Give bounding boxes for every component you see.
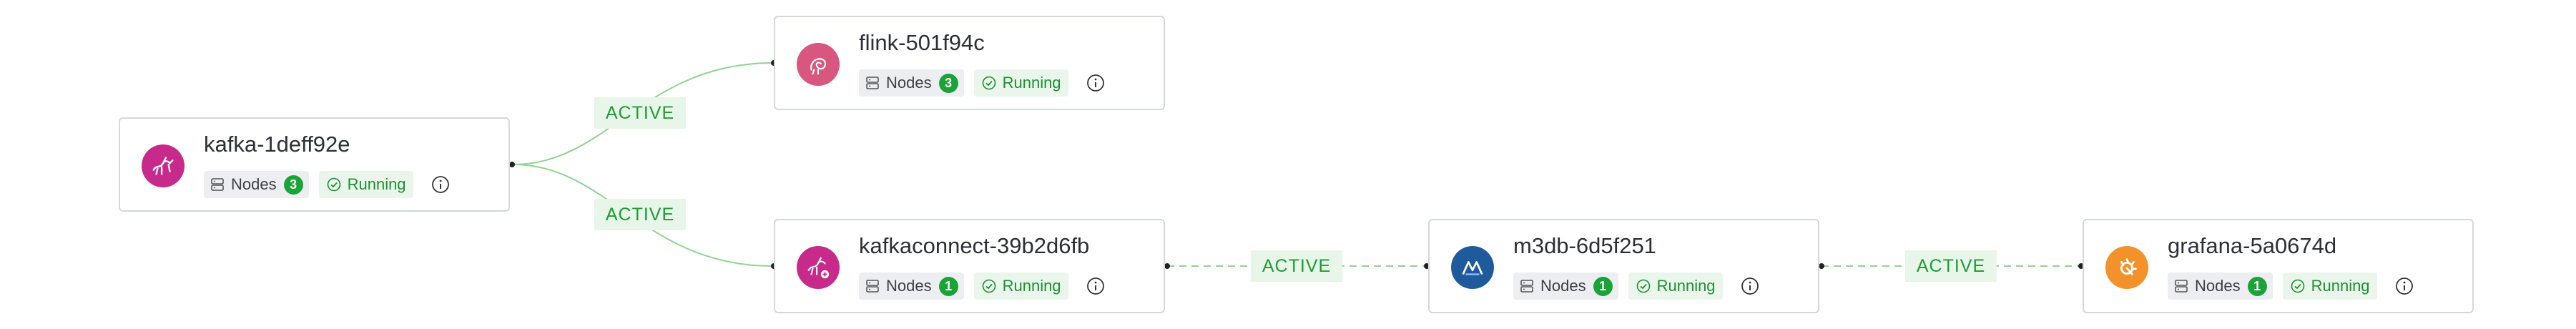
status-badge: Running — [973, 272, 1068, 300]
edge-handle — [1164, 263, 1170, 269]
flink-icon — [797, 43, 840, 86]
info-icon[interactable] — [1740, 276, 1760, 296]
status-badge: Running — [973, 69, 1068, 97]
edge-label-kafkaconnect-m3db[interactable]: ACTIVE — [1250, 250, 1343, 282]
info-icon[interactable] — [1086, 276, 1106, 296]
nodes-label: Nodes — [231, 175, 277, 193]
server-icon — [866, 280, 879, 293]
nodes-count-badge: 3 — [938, 73, 958, 93]
service-node-grafana[interactable]: grafana-5a0674d Nodes 1 Running — [2083, 219, 2474, 313]
edge-handle — [509, 162, 515, 167]
status-label: Running — [1656, 277, 1716, 295]
check-circle-icon — [982, 279, 996, 293]
service-title: m3db-6d5f251 — [1513, 233, 1656, 258]
m3db-icon — [1451, 246, 1494, 289]
service-title: kafka-1deff92e — [204, 132, 350, 157]
service-node-m3db[interactable]: m3db-6d5f251 Nodes 1 Running — [1428, 219, 1819, 313]
service-node-kafkaconnect[interactable]: kafkaconnect-39b2d6fb Nodes 1 Running — [774, 219, 1165, 313]
check-circle-icon — [327, 177, 340, 192]
nodes-label: Nodes — [886, 277, 932, 295]
kafka-icon — [142, 144, 185, 187]
nodes-chip: Nodes 3 — [204, 171, 309, 198]
kafkaconnect-icon — [797, 246, 840, 289]
nodes-label: Nodes — [886, 74, 932, 92]
status-label: Running — [1002, 277, 1061, 295]
check-circle-icon — [2291, 279, 2304, 293]
nodes-count-badge: 1 — [1593, 276, 1613, 296]
server-icon — [866, 77, 879, 89]
edge-label-kafka-flink[interactable]: ACTIVE — [594, 97, 687, 129]
nodes-count-badge: 3 — [283, 175, 303, 195]
nodes-chip: Nodes 1 — [1513, 272, 1618, 300]
nodes-count-badge: 1 — [2247, 276, 2267, 296]
service-title: kafkaconnect-39b2d6fb — [859, 233, 1090, 258]
status-badge: Running — [318, 171, 413, 198]
service-title: grafana-5a0674d — [2168, 233, 2337, 258]
status-label: Running — [2311, 277, 2370, 295]
nodes-chip: Nodes 1 — [859, 272, 964, 300]
edge-handle — [1819, 263, 1824, 269]
edge-label-kafka-kafkaconnect[interactable]: ACTIVE — [594, 199, 687, 230]
nodes-chip: Nodes 1 — [2168, 272, 2273, 300]
nodes-count-badge: 1 — [938, 276, 958, 296]
status-badge: Running — [2282, 272, 2377, 300]
edge-label-m3db-grafana[interactable]: ACTIVE — [1904, 250, 1997, 282]
info-icon[interactable] — [2394, 276, 2414, 296]
info-icon[interactable] — [431, 175, 451, 195]
grafana-icon — [2105, 246, 2148, 289]
server-icon — [211, 178, 224, 191]
status-label: Running — [347, 175, 406, 193]
status-badge: Running — [1628, 272, 1723, 300]
info-icon[interactable] — [1086, 73, 1106, 93]
check-circle-icon — [982, 76, 996, 90]
service-title: flink-501f94c — [859, 30, 985, 55]
service-node-kafka[interactable]: kafka-1deff92e Nodes 3 Running — [119, 117, 510, 212]
check-circle-icon — [1636, 279, 1650, 293]
status-label: Running — [1002, 74, 1061, 92]
nodes-label: Nodes — [2195, 277, 2241, 295]
service-node-flink[interactable]: flink-501f94c Nodes 3 Running — [774, 16, 1165, 110]
server-icon — [1520, 280, 1533, 293]
nodes-label: Nodes — [1540, 277, 1586, 295]
server-icon — [2175, 280, 2188, 293]
nodes-chip: Nodes 3 — [859, 69, 964, 97]
